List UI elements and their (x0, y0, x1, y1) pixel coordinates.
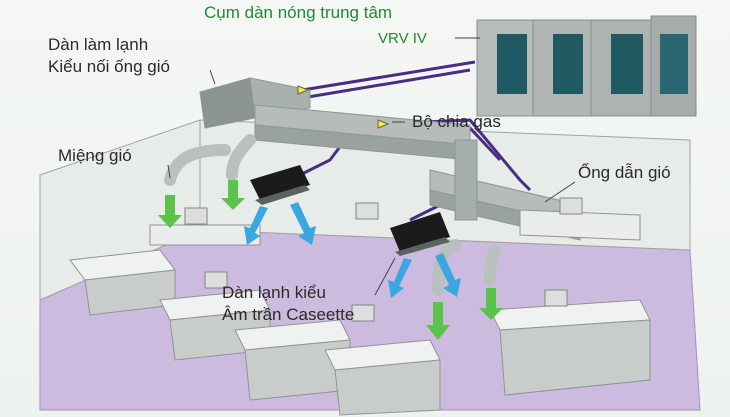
refnet-label: Bộ chia gas (412, 112, 501, 131)
cassette-airflow-arrow-icon (435, 253, 461, 297)
diffuser-down-arrow-icon (426, 302, 450, 340)
outdoor-vrv-units (476, 15, 697, 117)
diffuser-down-arrow-icon (479, 288, 503, 320)
air-duct-label: Ống dẫn gió (578, 163, 671, 182)
cassette-unit-label-line1: Dàn lạnh kiểu (222, 283, 326, 302)
cassette-airflow-arrow-icon (388, 258, 412, 298)
diffuser-down-arrow-icon (158, 195, 182, 228)
cassette-airflow-arrow-icon (290, 202, 316, 245)
ducted-unit-label-line2: Kiểu nối ống gió (48, 57, 170, 76)
outdoor-unit-label: Cụm dàn nóng trung tâm (204, 3, 393, 22)
office-monitors (184, 197, 583, 322)
cassette-unit-left (250, 165, 310, 205)
diffuser-down-arrow-icon (221, 180, 245, 210)
office-desks (69, 209, 651, 416)
flex-ducts (164, 134, 501, 296)
ducted-unit-label-line1: Dàn làm lạnh (48, 35, 149, 54)
diffuser-label: Miệng gió (58, 146, 132, 165)
cassette-unit-label-line2: Âm trần Caseette (222, 305, 355, 324)
diffuser-airflow-arrows (158, 180, 503, 340)
leader-lines (167, 37, 576, 296)
refnet-joint-markers (297, 85, 390, 129)
cassette-airflow-arrows (244, 202, 461, 298)
cassette-airflow-arrow-icon (244, 206, 268, 245)
cassette-unit-right (390, 212, 450, 256)
outdoor-model-label: VRV IV (378, 30, 427, 47)
